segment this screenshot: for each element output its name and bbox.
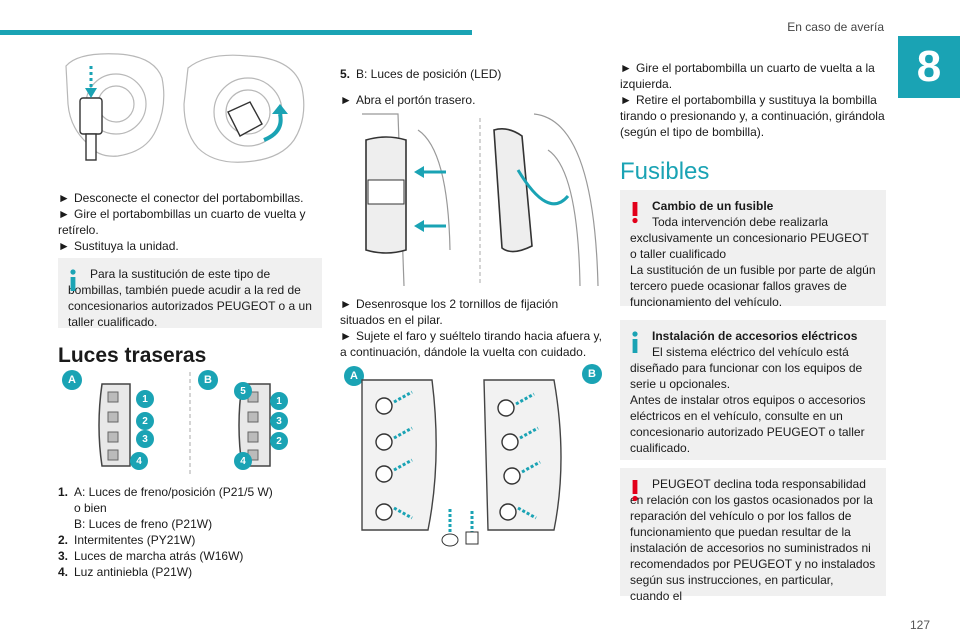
lamp-unit-outline	[361, 379, 562, 547]
tailgate-illustration	[362, 113, 599, 287]
arrow-icon: ►	[620, 93, 632, 107]
number-badge: 4	[234, 452, 252, 470]
info-text: Para la sustitución de este tipo de bomb…	[68, 267, 312, 329]
warning-text: PEUGEOT declina toda responsabilidad en …	[630, 477, 876, 603]
arrow-icon: ►	[340, 93, 352, 107]
label-badge: A	[62, 370, 82, 390]
step-open-tailgate: ►Abra el portón trasero.	[340, 93, 476, 107]
warning-icon	[632, 202, 638, 224]
label-badge: B	[582, 364, 602, 384]
list-item-3: 3.Luces de marcha atrás (W16W)	[58, 549, 244, 563]
info-icon	[70, 269, 76, 291]
warning-icon	[632, 480, 638, 502]
step-unscrew: ►Desenrosque los 2 tornillos de fijación…	[340, 297, 559, 327]
info-icon	[632, 331, 638, 353]
heading-rear-lights: Luces traseras	[58, 344, 207, 367]
step-rotate-holder: ►Gire el portabombilla un cuarto de vuel…	[620, 61, 875, 91]
page-number: 127	[909, 618, 930, 632]
chapter-badge: 8	[898, 36, 960, 98]
warning-box-fuse: Cambio de un fusible Toda intervención d…	[620, 190, 886, 309]
list-item-4: 4.Luz antiniebla (P21W)	[58, 565, 193, 579]
info-box-accessories: Instalación de accesorios eléctricos El …	[620, 320, 886, 460]
arrow-icon: ►	[340, 329, 352, 343]
arrow-icon: ►	[620, 61, 632, 75]
section-title: En caso de avería	[787, 20, 884, 34]
rear-light-outline	[98, 372, 271, 476]
arrow-icon: ►	[58, 191, 70, 205]
number-badge: 1	[270, 392, 288, 410]
step-pull-out: ►Sujete el faro y suéltelo tirando hacia…	[340, 329, 602, 359]
info-box-bulbs: Para la sustitución de este tipo de bomb…	[58, 258, 322, 329]
rear-light-diagram: A B 1 2 3 4 5 1 3 2 4	[58, 366, 322, 478]
heading-fuses: Fusibles	[620, 158, 710, 185]
warning-box-liability: PEUGEOT declina toda responsabilidad en …	[620, 468, 886, 603]
arrow-icon: ►	[340, 297, 352, 311]
bulb-holder-illustration	[65, 53, 305, 163]
number-badge: 2	[136, 412, 154, 430]
arrow-icon: ►	[58, 239, 70, 253]
label-badge: A	[344, 366, 364, 386]
number-badge: 3	[270, 412, 288, 430]
info-title: Instalación de accesorios eléctricos	[652, 329, 858, 343]
label-badge: B	[198, 370, 218, 390]
warning-text: Toda intervención debe realizarla exclus…	[630, 215, 876, 309]
list-item-5: 5.B: Luces de posición (LED)	[340, 67, 502, 81]
number-badge: 2	[270, 432, 288, 450]
number-badge: 1	[136, 390, 154, 408]
step-disconnect: ►Desconecte el conector del portabombill…	[58, 191, 304, 205]
number-badge: 4	[130, 452, 148, 470]
number-badge: 5	[234, 382, 252, 400]
step-remove-holder: ►Retire el portabombilla y sustituya la …	[620, 93, 885, 139]
list-item-2: 2.Intermitentes (PY21W)	[58, 533, 196, 547]
lamp-unit-diagram: A B	[340, 362, 602, 552]
header-bar	[0, 30, 472, 35]
warning-title: Cambio de un fusible	[652, 199, 774, 213]
step-rotate: ►Gire el portabombillas un cuarto de vue…	[58, 207, 306, 237]
info-text: El sistema eléctrico del vehículo está d…	[630, 345, 866, 455]
list-item-1: 1.A: Luces de freno/posición (P21/5 W) o…	[58, 485, 273, 531]
number-badge: 3	[136, 430, 154, 448]
step-replace: ►Sustituya la unidad.	[58, 239, 179, 253]
arrow-icon: ►	[58, 207, 70, 221]
